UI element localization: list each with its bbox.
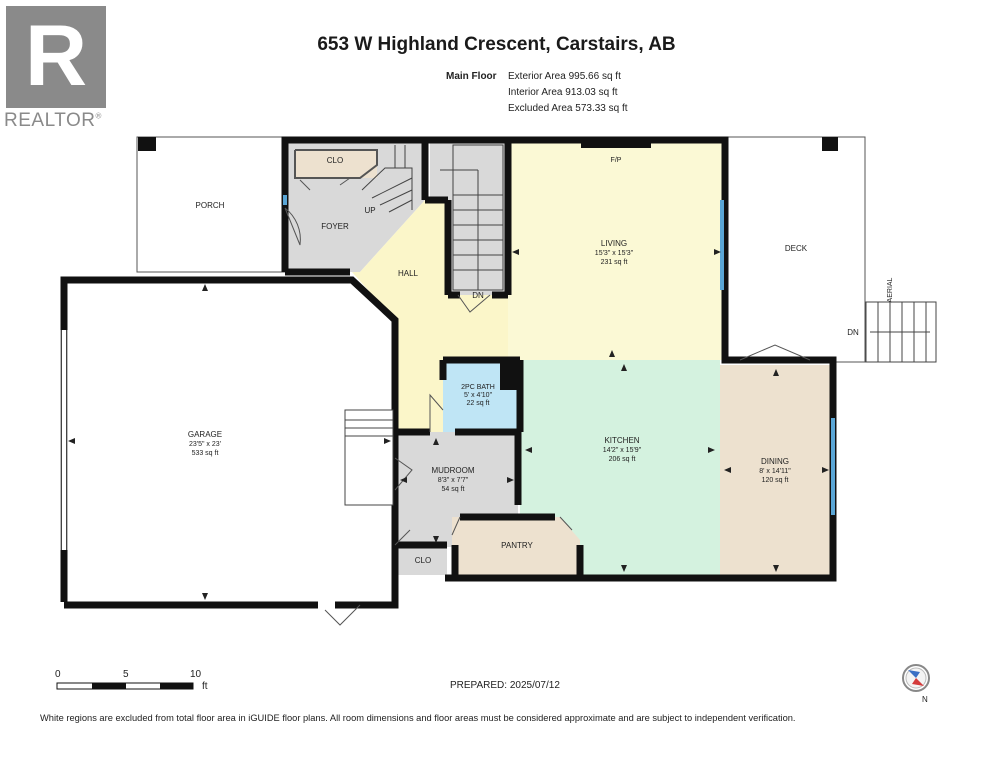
scale-tick-0: 0 xyxy=(55,669,61,680)
living-label: LIVING xyxy=(601,239,627,248)
dining-area-text: 120 sq ft xyxy=(762,477,789,484)
dining-area xyxy=(720,365,833,575)
scale-bar xyxy=(56,682,194,690)
kitchen-label: KITCHEN xyxy=(604,436,639,445)
compass-icon xyxy=(902,664,930,692)
living-area xyxy=(508,140,722,360)
garage-dims: 23'5" x 23' xyxy=(189,441,221,448)
scale-tick-5: 5 xyxy=(123,669,129,680)
dining-dims: 8' x 14'11" xyxy=(759,468,791,475)
doors xyxy=(284,177,811,626)
prepared-date: PREPARED: 2025/07/12 xyxy=(450,680,560,691)
living-area-text: 231 sq ft xyxy=(601,259,628,266)
garage-area-text: 533 sq ft xyxy=(192,450,219,457)
closet-top-area xyxy=(295,150,377,178)
foyer-up-label: UP xyxy=(364,206,375,215)
realtor-logo-mark: R xyxy=(24,8,88,104)
mudroom-label: MUDROOM xyxy=(431,466,474,475)
fireplace-label: F/P xyxy=(611,157,622,164)
realtor-logo: R xyxy=(6,6,106,108)
excluded-area: Excluded Area 573.33 sq ft xyxy=(508,103,628,114)
deck-dn-label: DN xyxy=(847,328,859,337)
dining-label: DINING xyxy=(761,457,789,466)
deck-label: DECK xyxy=(785,244,808,253)
garage-label: GARAGE xyxy=(188,430,222,439)
closet-top-label: CLO xyxy=(327,156,343,165)
kitchen-area-text: 206 sq ft xyxy=(609,456,636,463)
hall-label: HALL xyxy=(398,269,419,278)
floor-label: Main Floor xyxy=(446,71,497,82)
bath-dims: 5' x 4'10" xyxy=(464,392,493,399)
deck-stairs xyxy=(865,301,937,363)
stairs xyxy=(440,144,504,291)
deck-area xyxy=(727,136,866,363)
mudroom-dims: 8'3" x 7'7" xyxy=(438,477,469,484)
closet-bottom-area xyxy=(397,545,447,575)
bath-label: 2PC BATH xyxy=(461,384,495,391)
foyer-label: FOYER xyxy=(321,222,349,231)
registered-mark: ® xyxy=(95,111,102,121)
fireplace xyxy=(581,139,651,148)
scale-tick-10: 10 xyxy=(190,669,202,680)
mudroom-area-text: 54 sq ft xyxy=(442,486,465,493)
exterior-area: Exterior Area 995.66 sq ft xyxy=(508,71,621,82)
scale-unit: ft xyxy=(202,681,208,692)
bath-wall-block xyxy=(500,357,520,390)
porch-post xyxy=(138,137,156,151)
deck-post xyxy=(822,137,838,151)
closet-bottom-label: CLO xyxy=(415,556,431,565)
windows xyxy=(283,195,835,515)
living-dims: 15'3" x 15'3" xyxy=(595,250,634,257)
porch-area xyxy=(136,136,286,273)
page-title: 653 W Highland Crescent, Carstairs, AB xyxy=(317,34,676,55)
interior-area: Interior Area 913.03 sq ft xyxy=(508,87,618,98)
realtor-word-text: REALTOR xyxy=(4,110,96,131)
dimension-arrows xyxy=(68,249,829,600)
deck-aerial-label: AERIAL xyxy=(887,277,894,302)
closet-top-outline xyxy=(294,149,378,179)
stair-dn-label: DN xyxy=(472,291,484,300)
disclaimer: White regions are excluded from total fl… xyxy=(40,713,796,723)
pantry-label: PANTRY xyxy=(501,541,533,550)
compass-north-label: N xyxy=(922,695,928,704)
kitchen-dims: 14'2" x 15'9" xyxy=(603,447,642,454)
foyer-stairs xyxy=(361,145,413,213)
realtor-wordmark: REALTOR® xyxy=(4,110,102,132)
garage-steps xyxy=(344,409,394,506)
garage-area xyxy=(64,280,395,602)
bath-area-text: 22 sq ft xyxy=(467,400,490,407)
porch-label: PORCH xyxy=(196,201,225,210)
pantry-area xyxy=(452,517,580,575)
